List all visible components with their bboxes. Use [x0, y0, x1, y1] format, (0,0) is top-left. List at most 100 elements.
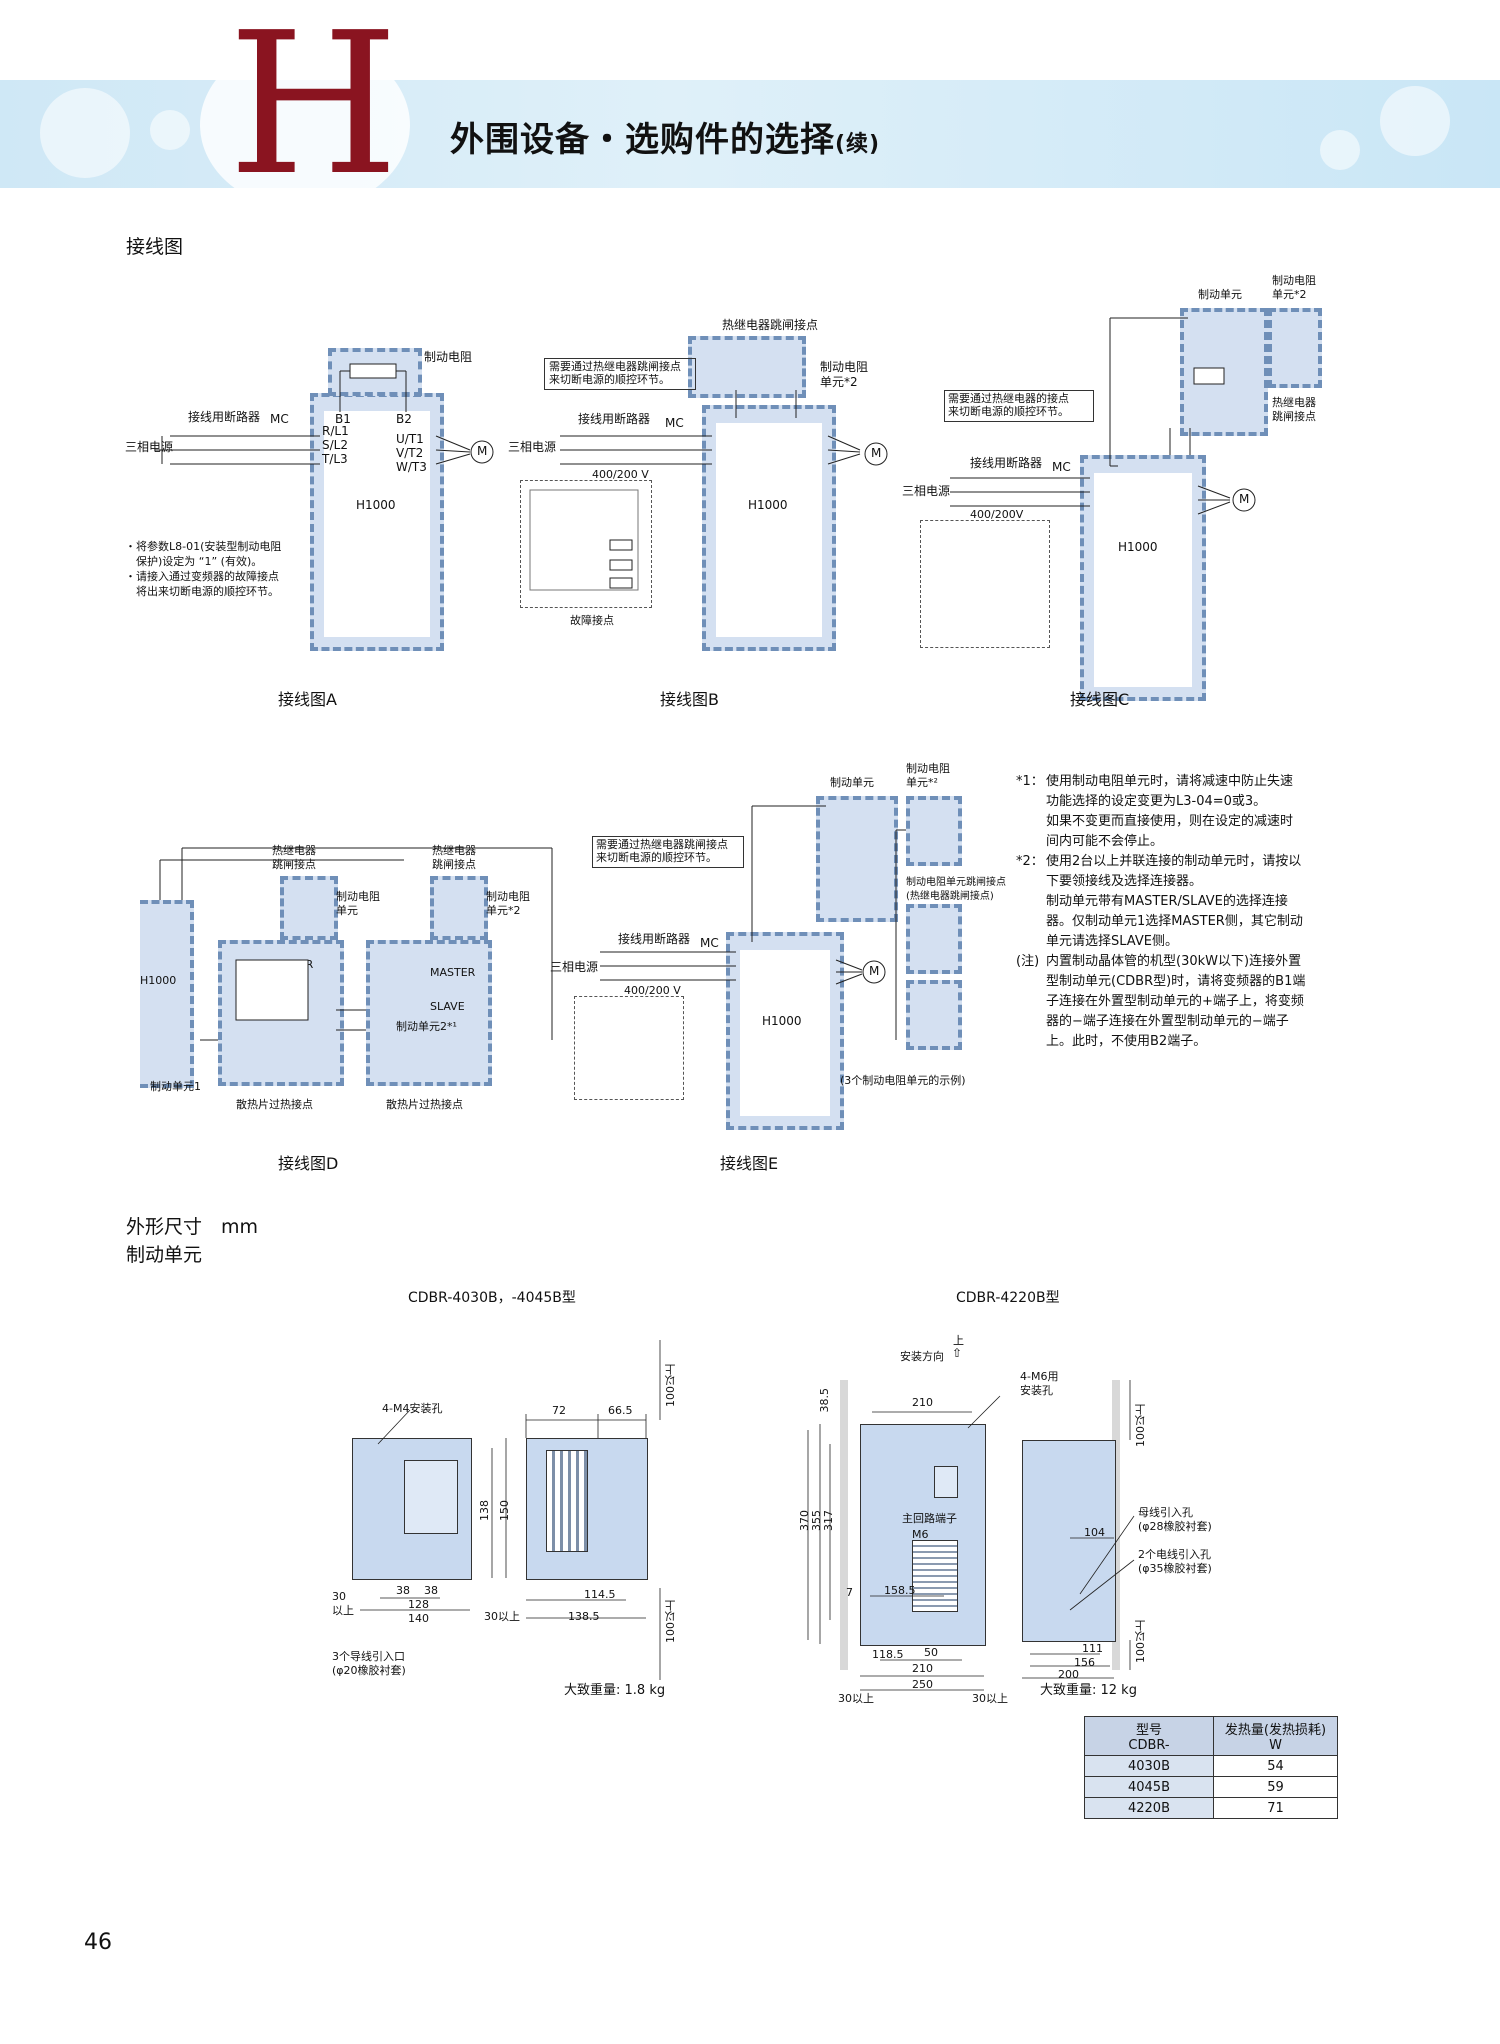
wiring-note-line: 保护)设定为 “1” (有效)。	[125, 555, 263, 568]
terminal-b2: B2	[396, 412, 412, 426]
sequence-note: 需要通过热继电器跳闸接点	[549, 360, 681, 373]
dim: 200	[1058, 1668, 1079, 1681]
unit-front-window	[934, 1466, 958, 1498]
dim: 38	[396, 1584, 410, 1597]
input-terminal: R/L1	[322, 424, 349, 438]
resistor-unit-box-d1	[280, 876, 338, 940]
dim: 30以上	[972, 1692, 1008, 1705]
diagram-caption: 接线图E	[720, 1154, 779, 1173]
mounting-holes-label: 4-M6用	[1020, 1370, 1059, 1383]
dim: 250	[912, 1678, 933, 1691]
output-terminal: U/T1	[396, 432, 424, 446]
sequence-note: 来切断电源的顺控环节。	[549, 373, 670, 386]
inverter-label: H1000	[356, 498, 396, 512]
resistor-unit-box-e2	[906, 904, 962, 974]
weight-label: 大致重量: 12 kg	[1040, 1683, 1137, 1698]
thermal-contact-label: (热继电器跳闸接点)	[906, 891, 994, 902]
inverter-box-c	[1080, 455, 1206, 701]
dim: 114.5	[584, 1588, 616, 1601]
header-bubble	[40, 88, 130, 178]
motor-icon: M	[869, 964, 880, 978]
unit-label: 单元*²	[906, 776, 938, 789]
dim: 66.5	[608, 1404, 633, 1417]
dim: 以上	[332, 1604, 354, 1617]
sequence-note-box	[592, 836, 744, 868]
dim: 30	[332, 1590, 346, 1603]
dim: 138.5	[568, 1610, 600, 1623]
dimensions-subtitle: 制动单元	[126, 1244, 203, 1266]
dim: 210	[912, 1396, 933, 1409]
unit-label: 制动电阻	[336, 890, 380, 903]
terminal-size-label: M6	[912, 1528, 929, 1541]
footnote-2: *2： 使用2台以上并联连接的制动单元时，请按以 下要领接线及选择连接器。 制动…	[1016, 854, 1303, 949]
output-terminal: W/T3	[396, 460, 427, 474]
dim: 100以上	[1134, 1404, 1147, 1447]
terminal-label: 主回路端子	[902, 1512, 957, 1525]
section-wiring-title: 接线图	[126, 236, 184, 258]
example-label: (3个制动电阻单元的示例)	[840, 1074, 966, 1087]
breaker-label: 接线用断路器	[578, 412, 651, 426]
dimensions-title: 外形尺寸 mm	[126, 1216, 259, 1238]
mounting-holes-label: 安装孔	[1020, 1384, 1053, 1397]
motor-icon: M	[477, 444, 488, 458]
sequence-note: 来切断电源的顺控环节。	[948, 405, 1069, 418]
dim: 30以上	[838, 1692, 874, 1705]
thermal-contact-label: 跳闸接点	[272, 858, 316, 871]
weight-label: 大致重量: 1.8 kg	[564, 1683, 666, 1698]
unit-label: 制动电阻	[906, 762, 950, 775]
sequence-note: 需要通过热继电器跳闸接点	[596, 838, 728, 851]
fault-contact-label: 故障接点	[570, 614, 614, 627]
control-sequence-box	[574, 996, 684, 1100]
brake-unit1-label: 制动单元1	[150, 1080, 201, 1093]
resistor-unit-box-e1	[906, 796, 962, 866]
mc-label: MC	[665, 416, 684, 430]
terminal-block	[912, 1540, 958, 1612]
wiring-note-line: 将出来切断电源的顺控环节。	[125, 585, 279, 598]
footnote-3: (注) 内置制动晶体管的机型(30kW以下)连接外置 型制动单元(CDBR型)时…	[1016, 954, 1306, 1049]
model-label-left: CDBR-4030B，-4045B型	[408, 1290, 576, 1306]
wiring-note-line: ・请接入通过变频器的故障接点	[125, 570, 279, 583]
sequence-note-box	[544, 358, 696, 390]
mc-label: MC	[270, 412, 289, 426]
footnote-1: *1： 使用制动电阻单元时，请将减速中防止失速 功能选择的设定变更为L3-04=…	[1016, 774, 1294, 849]
section-letter: H	[228, 0, 399, 219]
unit-label: 制动电阻	[1272, 274, 1316, 287]
header-bubble	[150, 110, 190, 150]
unit-label: 制动电阻	[486, 890, 530, 903]
table-header-cell: 发热量(发热损耗)W	[1213, 1716, 1338, 1756]
header-bubble	[1320, 130, 1360, 170]
dim: 156	[1074, 1656, 1095, 1669]
bus-entry-label: (φ28橡胶衬套)	[1138, 1520, 1212, 1533]
terminal-b1: B1	[335, 412, 351, 426]
inverter-box-b	[702, 405, 836, 651]
inverter-label: H1000	[762, 1014, 802, 1028]
slave-unit-label: 制动单元2*¹	[396, 1020, 457, 1033]
thermal-contact-label: 热继电器	[1272, 396, 1316, 409]
input-terminal: S/L2	[322, 438, 348, 452]
control-sequence-box	[920, 520, 1050, 648]
thermal-contact-label: 跳闸接点	[1272, 410, 1316, 423]
mc-label: MC	[700, 936, 719, 950]
header-bubble	[1380, 86, 1450, 156]
page-number: 46	[84, 1930, 112, 1955]
dim: 118.5	[872, 1648, 904, 1661]
arrow-up-icon: ⇧	[952, 1346, 963, 1360]
diagram-caption: 接线图D	[278, 1154, 339, 1173]
breaker-label: 接线用断路器	[618, 932, 691, 946]
resistor-unit-box-e3	[906, 980, 962, 1050]
output-terminal: V/T2	[396, 446, 424, 460]
sequence-note: 需要通过热继电器的接点	[948, 392, 1069, 405]
motor-icon: M	[871, 446, 882, 460]
power-label: 三相电源	[550, 960, 599, 974]
dim: 111	[1082, 1642, 1103, 1655]
lead-entry-label: (φ20橡胶衬套)	[332, 1664, 406, 1677]
mc-label: MC	[1052, 460, 1071, 474]
unit-label: 单元*2	[486, 904, 521, 917]
